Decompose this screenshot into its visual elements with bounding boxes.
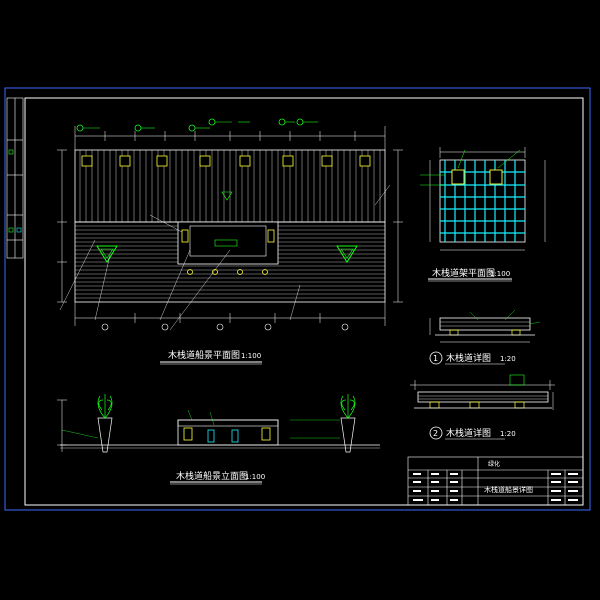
deck-plan-title: 木栈道架平面图 [432, 267, 495, 279]
outer-frame [4, 87, 591, 511]
main-elevation [57, 394, 380, 485]
title-block-label: 绿化 [488, 460, 500, 468]
elevation-main-scale: 1:100 [245, 473, 265, 481]
binding-strip [6, 97, 24, 259]
plan-main-scale: 1:100 [241, 352, 261, 360]
main-plan [57, 118, 403, 365]
detail-1-section [429, 309, 541, 365]
detail-2-number: 2 [433, 429, 438, 438]
detail-2-scale: 1:20 [500, 430, 516, 438]
plan-main-title: 木栈道船景平面图 [168, 349, 240, 361]
detail-2-section [410, 374, 555, 440]
detail-1-number: 1 [433, 354, 438, 363]
title-block [407, 456, 584, 506]
detail-2-title: 木栈道详图 [446, 427, 491, 439]
deck-plan-scale: 1:100 [490, 270, 510, 278]
deck-plan-grid [420, 147, 546, 282]
elevation-main-title: 木栈道船景立面图 [176, 470, 248, 482]
detail-1-scale: 1:20 [500, 355, 516, 363]
drawing-name: 木栈道船景详图 [484, 485, 533, 494]
detail-1-title: 木栈道详图 [446, 352, 491, 364]
inner-frame [24, 97, 584, 506]
